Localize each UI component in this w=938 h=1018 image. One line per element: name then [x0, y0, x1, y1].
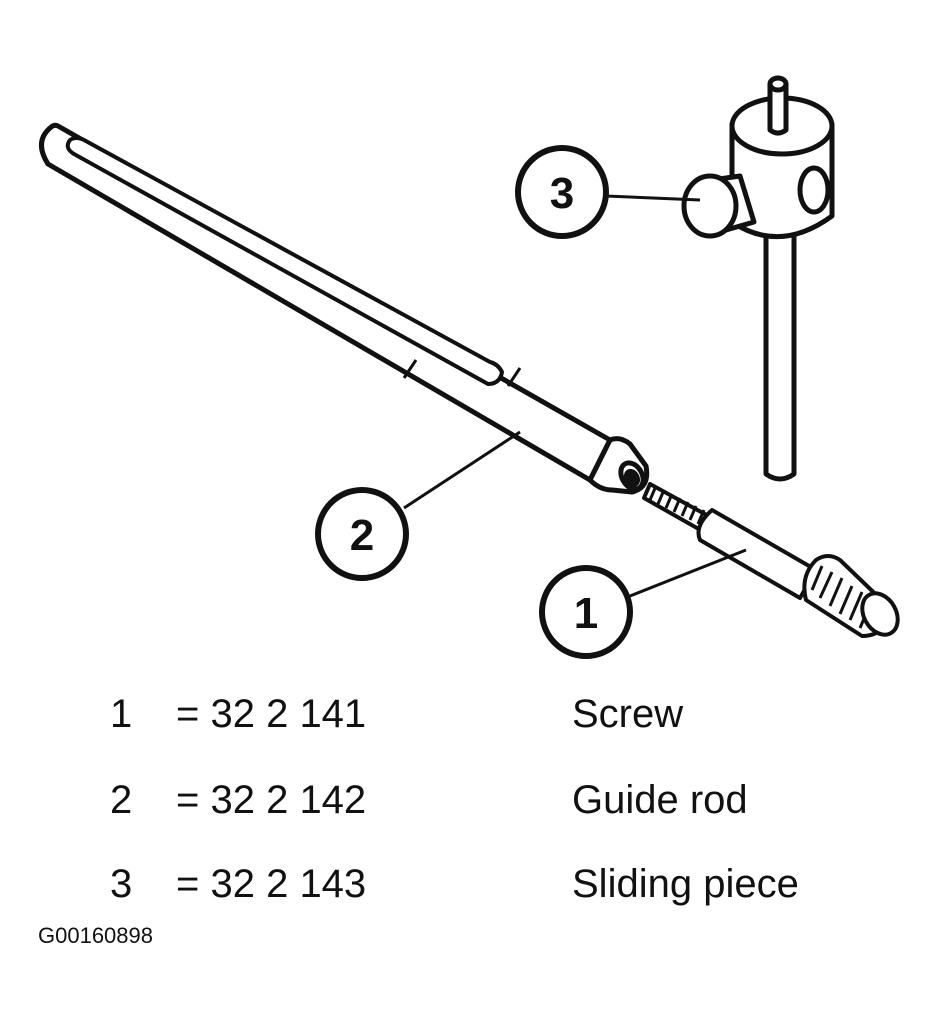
callout-3: 3: [515, 145, 609, 239]
guide-rod: [39, 122, 650, 495]
legend-description: Screw: [572, 692, 684, 736]
callout-1: 1: [539, 565, 633, 659]
legend-code: = 32 2 143: [176, 862, 367, 906]
legend-description: Guide rod: [572, 778, 748, 822]
figure-id: G00160898: [38, 923, 153, 948]
callout-number-3: 3: [550, 169, 574, 218]
leader-line-3: [605, 194, 701, 202]
callout-2: 2: [315, 487, 409, 581]
legend-description: Sliding piece: [572, 862, 799, 906]
legend-row: 1 = 32 2 141 Screw: [0, 690, 938, 738]
leader-line-1: [629, 548, 747, 598]
legend-number: 2: [110, 778, 133, 822]
leader-line-2: [403, 430, 521, 510]
sliding-piece: [681, 75, 835, 482]
callout-number-1: 1: [574, 589, 598, 638]
legend-code: = 32 2 142: [176, 778, 367, 822]
tool-illustration: 1 2 3: [39, 75, 900, 659]
legend-row: 3 = 32 2 143 Sliding piece: [0, 860, 938, 908]
legend-number: 1: [110, 692, 133, 736]
legend-row: 2 = 32 2 142 Guide rod: [0, 776, 938, 824]
leader-lines: [403, 194, 747, 598]
screw: [642, 482, 900, 638]
legend-number: 3: [110, 862, 133, 906]
legend-code: = 32 2 141: [176, 692, 367, 736]
callout-number-2: 2: [350, 511, 374, 560]
parts-legend: 1 = 32 2 141 Screw 2 = 32 2 142 Guide ro…: [0, 690, 938, 920]
